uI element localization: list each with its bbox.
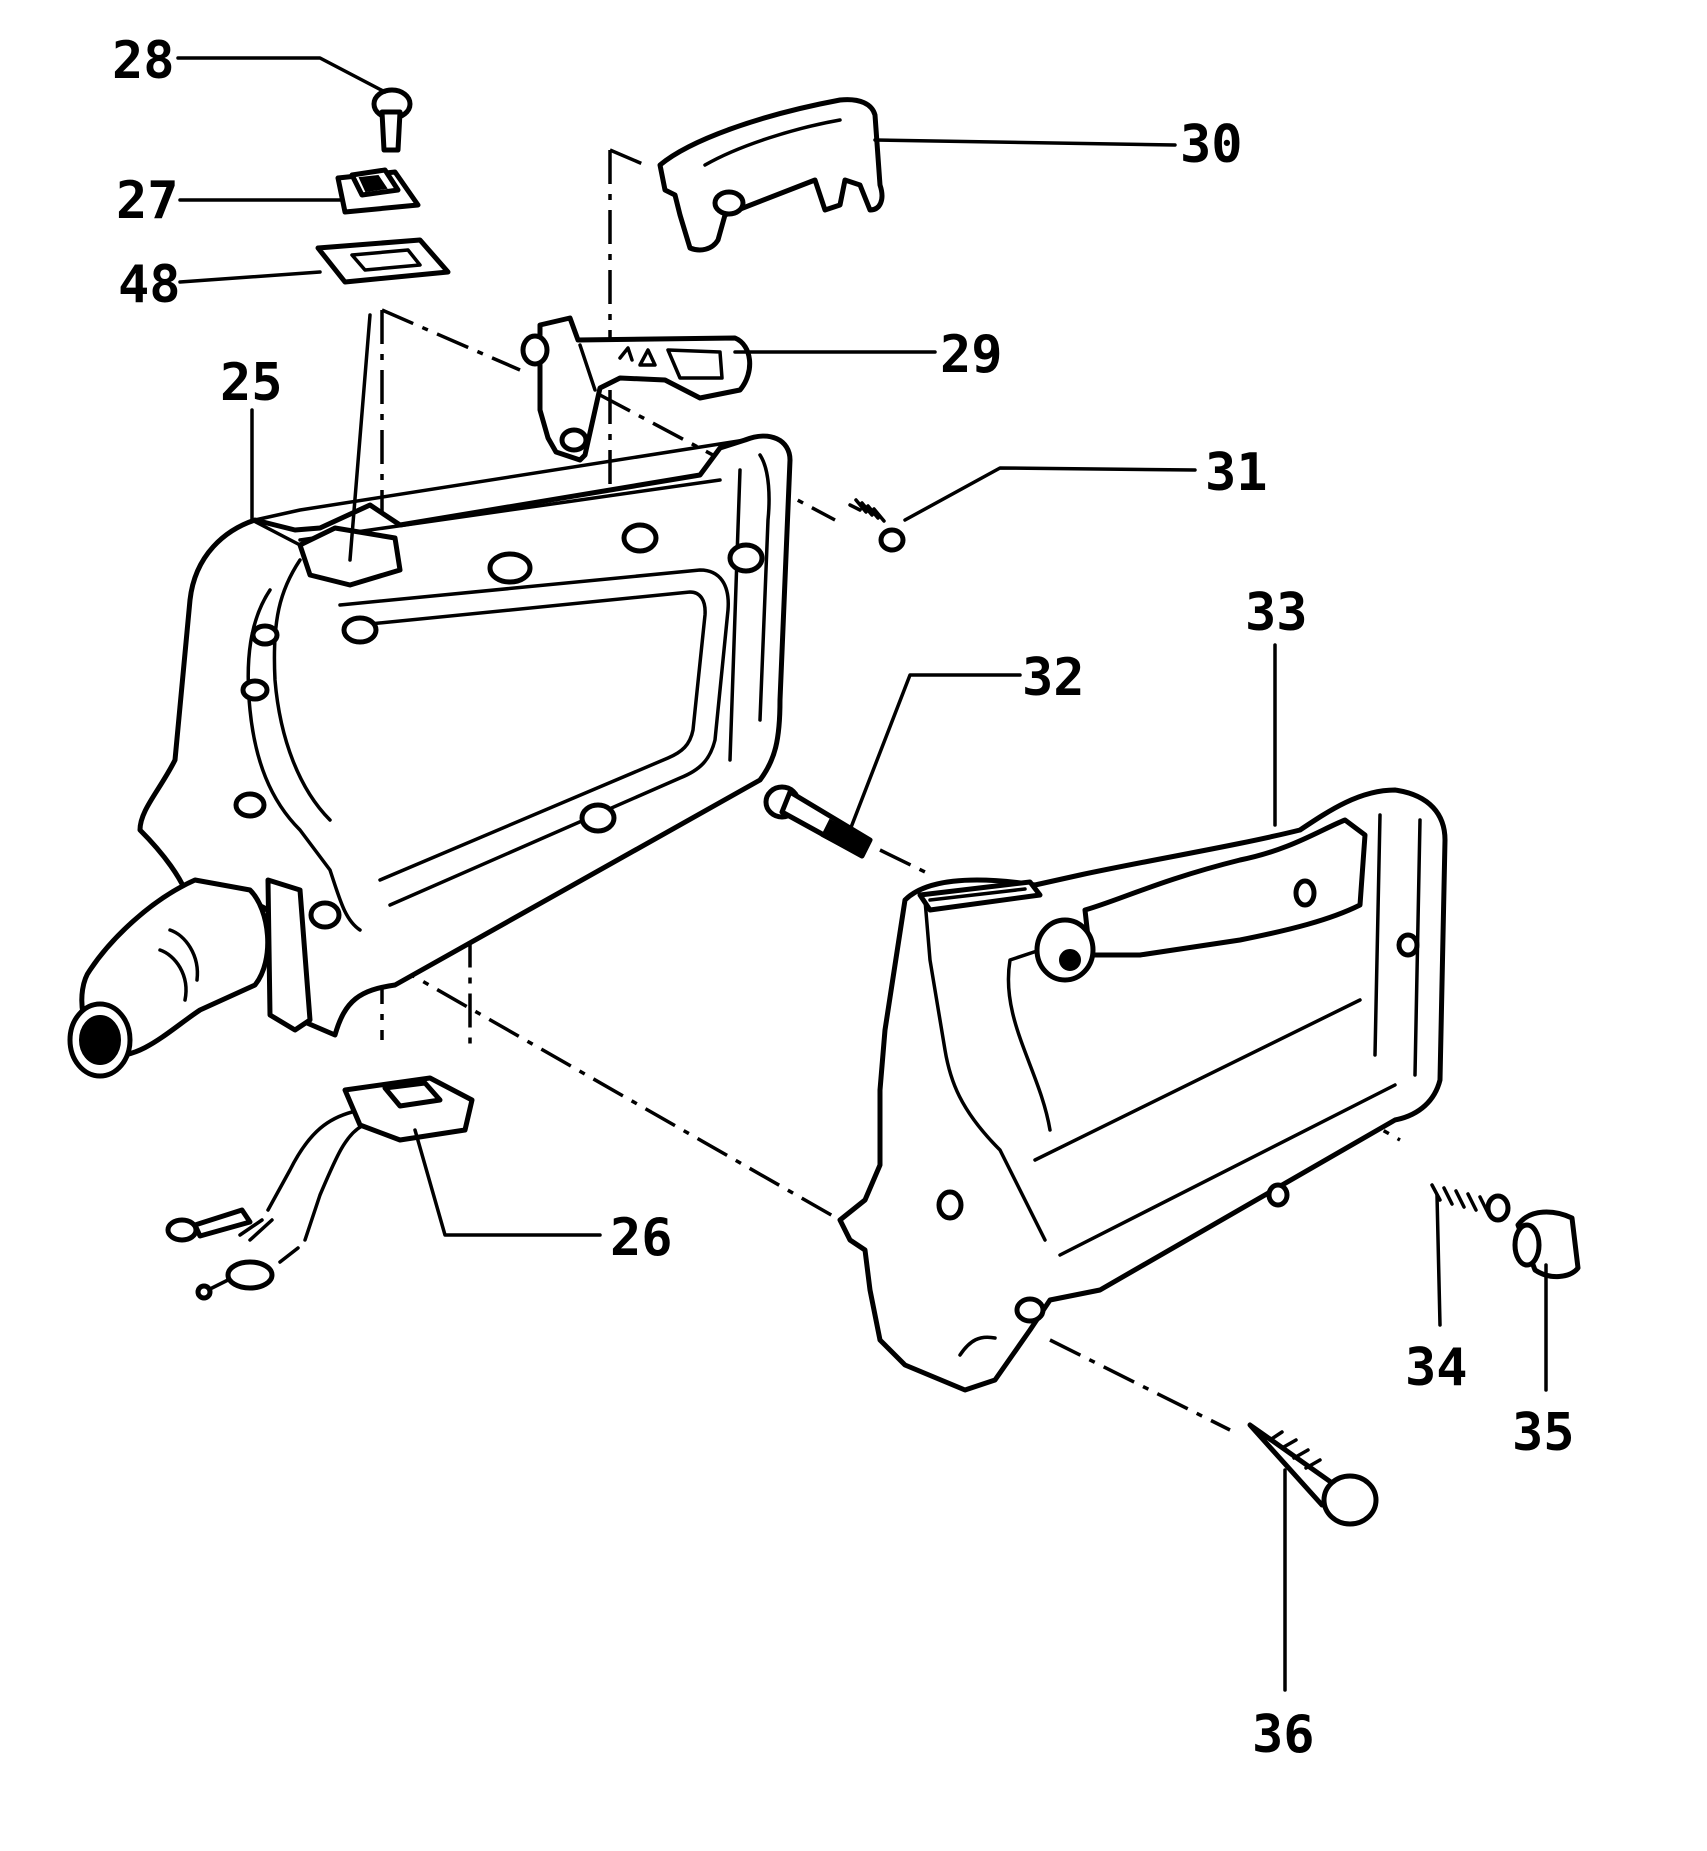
callout-labels: 28 27 48 25 30 29 31 32 33 26 34 35 36 bbox=[112, 31, 1575, 1765]
screw-part-36 bbox=[1247, 1422, 1379, 1527]
callout-26: 26 bbox=[610, 1208, 673, 1268]
callout-30: 30 bbox=[1180, 115, 1243, 175]
cap-part-35 bbox=[1512, 1209, 1581, 1279]
callout-31: 31 bbox=[1205, 443, 1268, 503]
leader-lines bbox=[176, 56, 1548, 1692]
leader-31 bbox=[903, 466, 1197, 522]
leader-30 bbox=[873, 138, 1177, 147]
leader-25 bbox=[250, 408, 302, 547]
front-handle-part-33 bbox=[837, 787, 1448, 1393]
callout-27: 27 bbox=[116, 171, 179, 231]
callout-32: 32 bbox=[1022, 648, 1085, 708]
callout-33: 33 bbox=[1245, 583, 1308, 643]
bolt-part-32 bbox=[763, 784, 873, 859]
callout-48: 48 bbox=[118, 255, 181, 315]
gasket-part-48 bbox=[315, 237, 451, 285]
callout-34: 34 bbox=[1405, 1338, 1468, 1398]
leader-28 bbox=[176, 56, 387, 94]
leader-48-insert bbox=[348, 313, 372, 562]
leader-34 bbox=[1435, 1193, 1442, 1327]
switch-with-wires-part-26 bbox=[165, 1075, 475, 1301]
callout-36: 36 bbox=[1252, 1705, 1315, 1765]
callout-28: 28 bbox=[112, 31, 175, 91]
callout-29: 29 bbox=[940, 325, 1003, 385]
leader-48 bbox=[178, 270, 322, 284]
spring-part-34 bbox=[1430, 1183, 1511, 1223]
leader-26 bbox=[413, 1128, 602, 1237]
leader-32 bbox=[848, 673, 1022, 832]
rear-handle-frame-part-25 bbox=[67, 433, 793, 1079]
throttle-trigger-part-30 bbox=[657, 97, 885, 253]
callout-25: 25 bbox=[220, 353, 283, 413]
spring-part-31 bbox=[848, 498, 906, 553]
switch-button-part-27 bbox=[335, 167, 421, 215]
throttle-lockout-part-29 bbox=[520, 315, 753, 463]
callout-35: 35 bbox=[1512, 1403, 1575, 1463]
screw-part-28 bbox=[371, 87, 413, 153]
